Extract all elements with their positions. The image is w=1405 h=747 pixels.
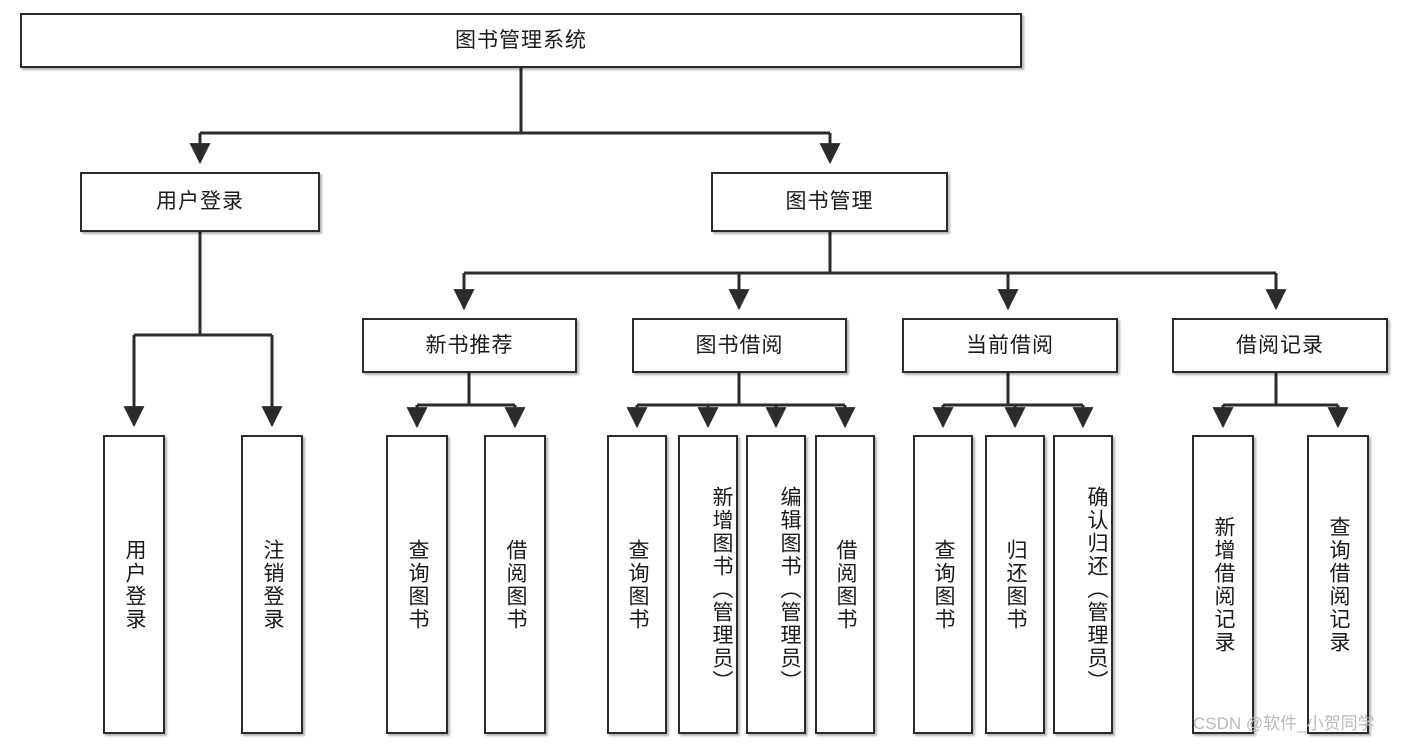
node-leaf-return-book[interactable]: 归还图书 [985, 435, 1045, 734]
node-leaf-edit-book-admin-label: 编辑图书（管理员） [778, 486, 801, 693]
node-leaf-query-book-recommend[interactable]: 查询图书 [386, 435, 448, 734]
node-leaf-add-borrow-record[interactable]: 新增借阅记录 [1192, 435, 1254, 734]
node-leaf-confirm-return-admin[interactable]: 确认归还（管理员） [1053, 435, 1113, 734]
node-leaf-user-login-label: 用户登录 [123, 538, 146, 631]
node-borrow-records-label: 借阅记录 [1236, 333, 1324, 357]
root-connectors [189, 68, 841, 165]
node-leaf-query-borrow-record-label: 查询借阅记录 [1327, 515, 1350, 654]
node-leaf-add-book-admin[interactable]: 新增图书（管理员） [678, 435, 738, 734]
node-book-borrow-label: 图书借阅 [695, 333, 784, 357]
current-borrow-connectors [932, 373, 1094, 429]
node-root[interactable]: 图书管理系统 [20, 13, 1022, 68]
node-user-login-label: 用户登录 [156, 190, 244, 214]
new-book-recommend-connectors [406, 373, 526, 429]
node-book-borrow[interactable]: 图书借阅 [632, 318, 847, 373]
node-leaf-query-book-borrow[interactable]: 查询图书 [607, 435, 667, 734]
user-login-connectors [123, 232, 283, 428]
node-borrow-records[interactable]: 借阅记录 [1172, 318, 1388, 373]
watermark: CSDN @软件_小贺同学 [1193, 714, 1375, 733]
node-leaf-user-login[interactable]: 用户登录 [103, 435, 165, 734]
node-leaf-return-book-label: 归还图书 [1004, 538, 1027, 631]
node-leaf-query-book-current-label: 查询图书 [932, 538, 955, 631]
node-user-login[interactable]: 用户登录 [80, 172, 320, 232]
node-root-label: 图书管理系统 [455, 28, 587, 52]
node-new-book-recommend-label: 新书推荐 [425, 333, 514, 357]
node-leaf-add-book-admin-label: 新增图书（管理员） [710, 486, 733, 693]
borrow-records-connectors [1212, 373, 1349, 429]
node-current-borrow-label: 当前借阅 [966, 333, 1054, 357]
node-leaf-confirm-return-admin-label: 确认归还（管理员） [1085, 486, 1108, 693]
node-leaf-borrow-book[interactable]: 借阅图书 [815, 435, 875, 734]
node-book-management-label: 图书管理 [785, 190, 874, 214]
node-current-borrow[interactable]: 当前借阅 [902, 318, 1118, 373]
node-leaf-query-book-current[interactable]: 查询图书 [913, 435, 973, 734]
node-leaf-query-borrow-record[interactable]: 查询借阅记录 [1307, 435, 1369, 734]
node-leaf-add-borrow-record-label: 新增借阅记录 [1212, 515, 1235, 654]
node-leaf-query-book-borrow-label: 查询图书 [626, 538, 649, 631]
node-leaf-borrow-book-recommend-label: 借阅图书 [504, 538, 527, 631]
node-leaf-logout[interactable]: 注销登录 [241, 435, 303, 734]
node-leaf-logout-label: 注销登录 [261, 538, 284, 631]
node-book-management[interactable]: 图书管理 [711, 172, 948, 232]
node-leaf-edit-book-admin[interactable]: 编辑图书（管理员） [746, 435, 806, 734]
book-management-connectors [453, 232, 1287, 311]
book-borrow-connectors [626, 373, 856, 429]
node-leaf-borrow-book-recommend[interactable]: 借阅图书 [484, 435, 546, 734]
node-leaf-query-book-recommend-label: 查询图书 [406, 538, 429, 631]
node-new-book-recommend[interactable]: 新书推荐 [362, 318, 577, 373]
node-leaf-borrow-book-label: 借阅图书 [834, 538, 857, 631]
